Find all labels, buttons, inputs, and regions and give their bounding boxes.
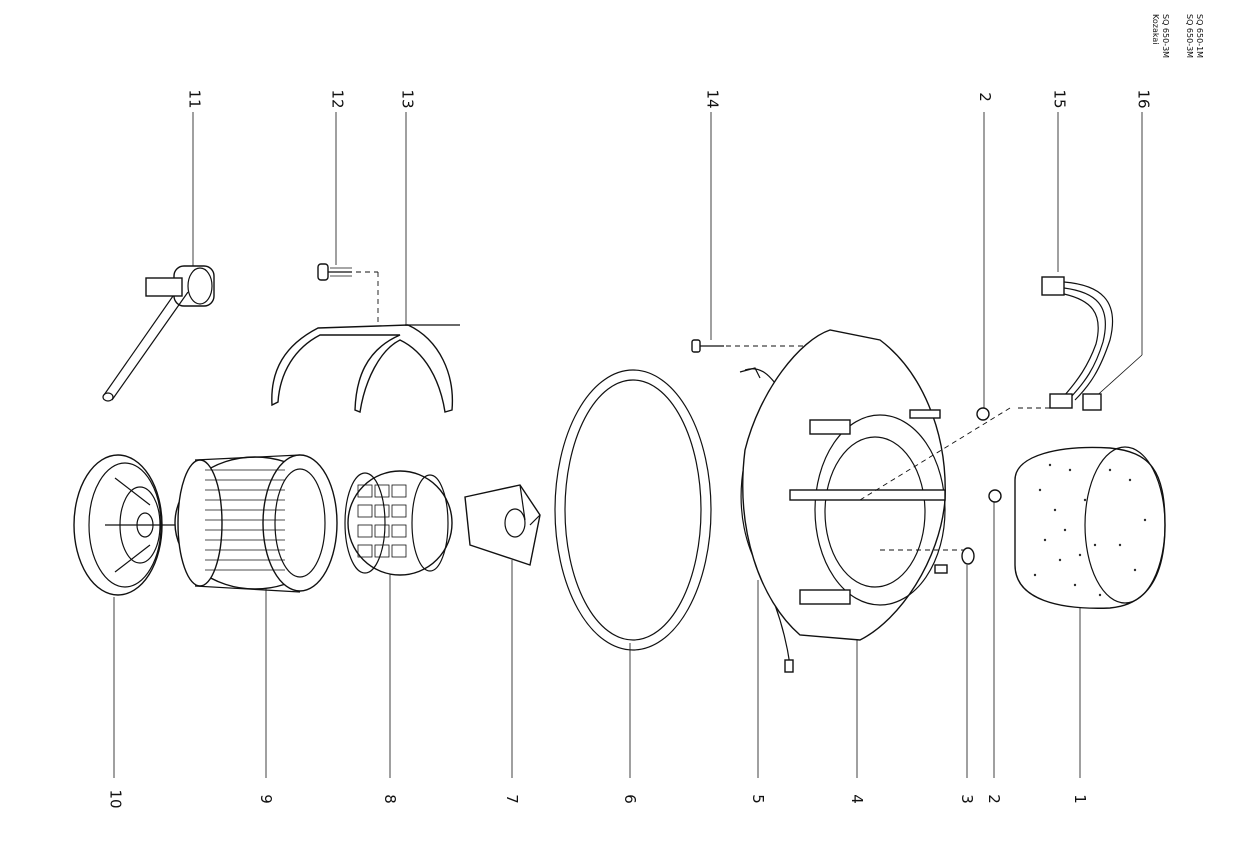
label-16: 16: [1134, 89, 1153, 109]
label-3: 3: [957, 794, 976, 804]
part-15-16-harness: [1015, 276, 1114, 411]
part-8-cage: [344, 470, 453, 576]
label-13: 13: [398, 89, 417, 109]
part-13-cover: [271, 324, 460, 413]
part-2-bottom: [988, 489, 1002, 503]
label-9: 9: [256, 794, 275, 804]
part-1-foam: [1014, 446, 1166, 609]
part-6-gasket: [554, 369, 712, 651]
leader-lines-bottom: [113, 500, 1081, 778]
label-7: 7: [502, 794, 521, 804]
label-2-bottom: 2: [984, 794, 1003, 804]
part-12-screw: [317, 263, 379, 322]
label-5: 5: [748, 794, 767, 804]
leader-lines-top: [192, 112, 1143, 408]
part-11-tool: [102, 265, 215, 402]
part-14-screw: [691, 339, 808, 353]
label-2-top: 2: [975, 92, 994, 102]
part-5-cable: [739, 367, 794, 673]
label-1: 1: [1070, 794, 1089, 804]
label-6: 6: [620, 794, 639, 804]
label-14: 14: [703, 89, 722, 109]
label-11: 11: [185, 89, 204, 109]
part-10-cap: [73, 454, 175, 596]
part-2-top: [976, 407, 990, 421]
part-3: [961, 547, 975, 565]
label-12: 12: [328, 89, 347, 109]
label-8: 8: [380, 794, 399, 804]
label-4: 4: [847, 794, 866, 804]
part-7-fan: [464, 484, 541, 566]
label-10: 10: [106, 789, 125, 809]
part-9-filter: [174, 454, 338, 593]
label-15: 15: [1050, 89, 1069, 109]
part-4-housing: [742, 329, 1011, 641]
